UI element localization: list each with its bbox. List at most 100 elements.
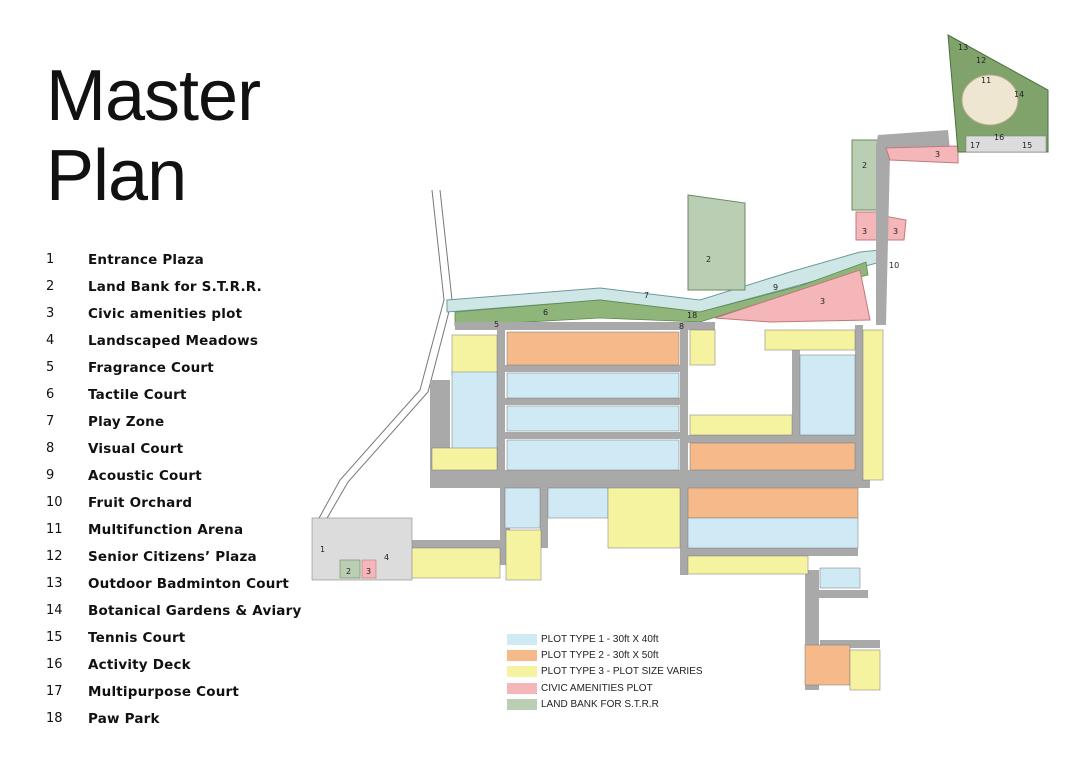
legend-item: 9 Acoustic Court	[46, 462, 301, 489]
plot-blocks	[409, 329, 884, 691]
legend-label: Outdoor Badminton Court	[88, 575, 290, 592]
legend-number: 9	[46, 468, 55, 483]
legend-label: Multipurpose Court	[88, 683, 240, 700]
multifunction-arena	[961, 74, 1019, 126]
map-label: 3	[893, 227, 898, 236]
map-label: 8	[679, 322, 684, 331]
road-grid	[410, 322, 880, 690]
legend-label: Botanical Gardens & Aviary	[88, 602, 302, 619]
legend-number: 18	[46, 711, 63, 726]
map-label: 3	[366, 567, 371, 576]
legend-number: 13	[46, 576, 63, 591]
key-swatch	[507, 649, 537, 661]
legend-number: 1	[46, 252, 55, 267]
access-road-edge	[317, 189, 445, 521]
legend-label: Tactile Court	[88, 386, 187, 403]
legend-label: Landscaped Meadows	[88, 332, 259, 349]
civic-plot	[361, 559, 377, 579]
map-label: 13	[958, 43, 968, 52]
legend-label: Land Bank for S.T.R.R.	[88, 278, 262, 295]
map-label: 16	[994, 133, 1004, 142]
legend-number: 8	[46, 441, 55, 456]
map-label: 10	[889, 261, 899, 270]
title-line-1: Master	[46, 56, 261, 136]
map-label: 3	[935, 150, 940, 159]
title-line-2: Plan	[46, 136, 187, 216]
legend-number: 5	[46, 360, 55, 375]
map-label: 1	[320, 545, 325, 554]
map-label: 4	[384, 553, 389, 562]
map-label: 12	[976, 56, 986, 65]
legend-number: 12	[46, 549, 63, 564]
legend-label: Entrance Plaza	[88, 251, 204, 268]
legend-number: 7	[46, 414, 55, 429]
legend-number: 15	[46, 630, 63, 645]
courts	[965, 135, 1047, 153]
key-swatch	[507, 699, 537, 711]
legend-label: Civic amenities plot	[88, 305, 243, 322]
map-label: 7	[644, 291, 649, 300]
legend-item: 10 Fruit Orchard	[46, 489, 301, 516]
map-label: 9	[773, 283, 778, 292]
legend-item: 13 Outdoor Badminton Court	[46, 570, 301, 597]
map-label: 3	[862, 227, 867, 236]
key-item: LAND BANK FOR S.T.R.R	[507, 698, 703, 712]
page-title: Master Plan	[46, 56, 261, 216]
key-item: PLOT TYPE 3 - PLOT SIZE VARIES	[507, 665, 703, 679]
legend-item: 8 Visual Court	[46, 435, 301, 462]
map-label: 18	[687, 311, 697, 320]
legend-item: 3 Civic amenities plot	[46, 300, 301, 327]
legend-number: 4	[46, 333, 55, 348]
key-label: LAND BANK FOR S.T.R.R	[541, 699, 659, 711]
key-label: CIVIC AMENITIES PLOT	[541, 682, 653, 694]
key-label: PLOT TYPE 3 - PLOT SIZE VARIES	[541, 666, 703, 678]
legend-number: 11	[46, 522, 63, 537]
legend-item: 16 Activity Deck	[46, 651, 301, 678]
key-swatch	[507, 633, 537, 645]
legend-label: Fruit Orchard	[88, 494, 193, 511]
land-bank-plot	[687, 194, 746, 291]
legend-label: Tennis Court	[88, 629, 186, 646]
legend-label: Paw Park	[88, 710, 160, 727]
civic-plot	[885, 145, 959, 164]
legend-label: Play Zone	[88, 413, 165, 430]
key-label: PLOT TYPE 2 - 30ft X 50ft	[541, 649, 659, 661]
map-label: 6	[543, 308, 548, 317]
access-road-edge	[325, 189, 453, 521]
legend-number: 3	[46, 306, 55, 321]
land-bank-plot	[851, 139, 879, 211]
key-swatch	[507, 682, 537, 694]
civic-plot	[714, 269, 871, 323]
map-labels: 1 2 2 2 3 3 3 3 3 4 5 6 7 8 9 10 11 12 1…	[320, 43, 1032, 576]
map-label: 2	[346, 567, 351, 576]
legend-item: 5 Fragrance Court	[46, 354, 301, 381]
map-label: 2	[706, 255, 711, 264]
legend-item: 4 Landscaped Meadows	[46, 327, 301, 354]
legend-label: Activity Deck	[88, 656, 191, 673]
legend-item: 11 Multifunction Arena	[46, 516, 301, 543]
landscaped-meadow-strip	[454, 261, 869, 327]
legend-item: 14 Botanical Gardens & Aviary	[46, 597, 301, 624]
key-item: PLOT TYPE 2 - 30ft X 50ft	[507, 648, 703, 662]
map-label: 2	[862, 161, 867, 170]
legend-item: 1 Entrance Plaza	[46, 246, 301, 273]
key-item: CIVIC AMENITIES PLOT	[507, 681, 703, 695]
map-label: 5	[494, 320, 499, 329]
plot-type-key: PLOT TYPE 1 - 30ft X 40ft PLOT TYPE 2 - …	[507, 632, 703, 714]
legend-item: 18 Paw Park	[46, 705, 301, 732]
legend-label: Acoustic Court	[88, 467, 202, 484]
legend-number: 10	[46, 495, 63, 510]
legend-number: 2	[46, 279, 55, 294]
legend-number: 16	[46, 657, 63, 672]
key-item: PLOT TYPE 1 - 30ft X 40ft	[507, 632, 703, 646]
legend-number: 14	[46, 603, 63, 618]
legend-label: Fragrance Court	[88, 359, 214, 376]
legend-label: Visual Court	[88, 440, 184, 457]
map-label: 14	[1014, 90, 1024, 99]
legend-label: Multifunction Arena	[88, 521, 244, 538]
map-label: 3	[820, 297, 825, 306]
map-label: 15	[1022, 141, 1032, 150]
